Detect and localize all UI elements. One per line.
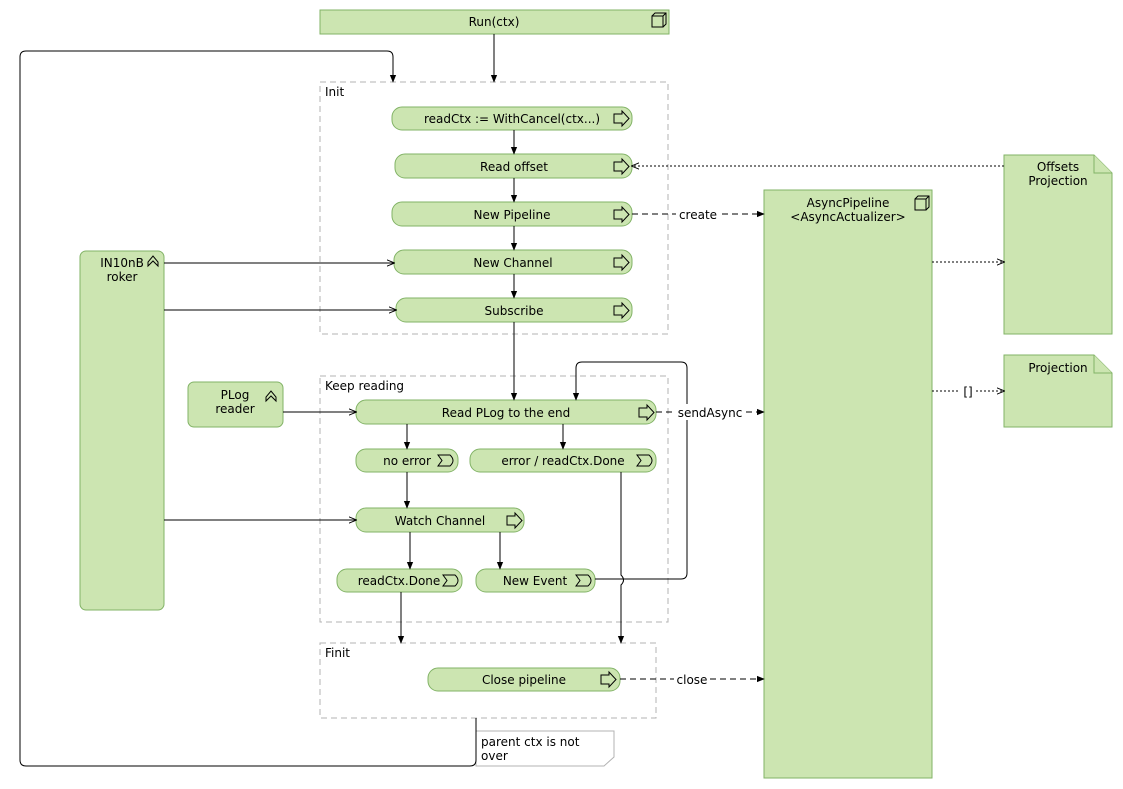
offsets-label-line2: Projection xyxy=(1028,174,1087,188)
new-event-label: New Event xyxy=(503,574,568,588)
event-icon xyxy=(636,454,653,467)
readctx-done-label: readCtx.Done xyxy=(358,574,441,588)
edge-label-close: close xyxy=(677,673,708,687)
component-icon xyxy=(651,12,667,28)
edge-label-create: create xyxy=(679,208,717,222)
async-pipeline-component[interactable]: AsyncPipeline <AsyncActualizer> xyxy=(763,189,933,779)
process-arrow-icon xyxy=(613,157,630,176)
process-arrow-icon xyxy=(613,253,630,272)
event-icon xyxy=(442,574,459,587)
new-event-node[interactable]: New Event xyxy=(475,568,596,593)
read-offset-node[interactable]: Read offset xyxy=(394,153,633,179)
async-label-line2: <AsyncActualizer> xyxy=(790,210,905,224)
edge-labels: create sendAsync close [] xyxy=(674,206,976,687)
read-ctx-node[interactable]: readCtx := WithCancel(ctx...) xyxy=(391,106,633,131)
close-pipeline-node[interactable]: Close pipeline xyxy=(427,667,621,692)
process-arrow-icon xyxy=(600,670,617,689)
edge-label-brackets: [] xyxy=(963,385,972,399)
readctx-done-node[interactable]: readCtx.Done xyxy=(336,568,463,593)
edge-label-send-async: sendAsync xyxy=(678,406,743,420)
process-arrow-icon xyxy=(613,205,630,224)
group-keep-reading: Keep reading xyxy=(319,375,669,623)
broker-label-line2: roker xyxy=(107,270,138,284)
new-pipeline-label: New Pipeline xyxy=(474,208,551,222)
run-node[interactable]: Run(ctx) xyxy=(319,9,670,35)
plog-reader-actor[interactable]: PLog reader xyxy=(187,381,284,428)
new-pipeline-node[interactable]: New Pipeline xyxy=(391,201,633,227)
note-line1: parent ctx is not xyxy=(481,735,580,749)
broker-actor[interactable]: IN10nB roker xyxy=(79,250,165,611)
group-init-label: Init xyxy=(325,85,344,99)
read-offset-label: Read offset xyxy=(480,160,548,174)
watch-channel-label: Watch Channel xyxy=(395,514,485,528)
read-ctx-label: readCtx := WithCancel(ctx...) xyxy=(424,112,600,126)
subscribe-label: Subscribe xyxy=(485,304,544,318)
event-icon xyxy=(575,574,592,587)
broker-label-line1: IN10nB xyxy=(100,256,144,270)
no-error-node[interactable]: no error xyxy=(355,448,459,473)
process-arrow-icon xyxy=(613,109,630,128)
new-channel-node[interactable]: New Channel xyxy=(393,249,633,275)
subscribe-node[interactable]: Subscribe xyxy=(395,297,633,323)
offsets-projection[interactable]: Offsets Projection xyxy=(1003,154,1113,335)
group-finit: Finit xyxy=(319,642,657,719)
error-done-label: error / readCtx.Done xyxy=(501,454,624,468)
run-label: Run(ctx) xyxy=(469,15,520,29)
connectors xyxy=(19,34,1004,767)
component-icon xyxy=(914,195,930,211)
plog-label-line2: reader xyxy=(215,402,254,416)
watch-channel-node[interactable]: Watch Channel xyxy=(355,507,525,533)
no-error-label: no error xyxy=(383,454,431,468)
offsets-label-line1: Offsets xyxy=(1037,160,1079,174)
group-keep-reading-label: Keep reading xyxy=(325,379,404,393)
note-line2: over xyxy=(481,749,508,763)
projection-label: Projection xyxy=(1028,361,1087,375)
process-arrow-icon xyxy=(613,301,630,320)
close-pipeline-label: Close pipeline xyxy=(482,673,566,687)
actor-icon xyxy=(147,255,159,268)
actor-icon xyxy=(265,390,277,403)
process-arrow-icon xyxy=(506,511,523,530)
event-icon xyxy=(437,454,454,467)
error-done-node[interactable]: error / readCtx.Done xyxy=(469,448,657,473)
projection[interactable]: Projection xyxy=(1003,354,1113,428)
group-finit-label: Finit xyxy=(325,646,350,660)
process-arrow-icon xyxy=(638,403,655,422)
note: parent ctx is not over xyxy=(475,730,615,767)
read-plog-node[interactable]: Read PLog to the end xyxy=(355,399,657,425)
plog-label-line1: PLog xyxy=(221,388,250,402)
read-plog-label: Read PLog to the end xyxy=(442,406,570,420)
new-channel-label: New Channel xyxy=(473,256,552,270)
async-label-line1: AsyncPipeline xyxy=(807,196,890,210)
